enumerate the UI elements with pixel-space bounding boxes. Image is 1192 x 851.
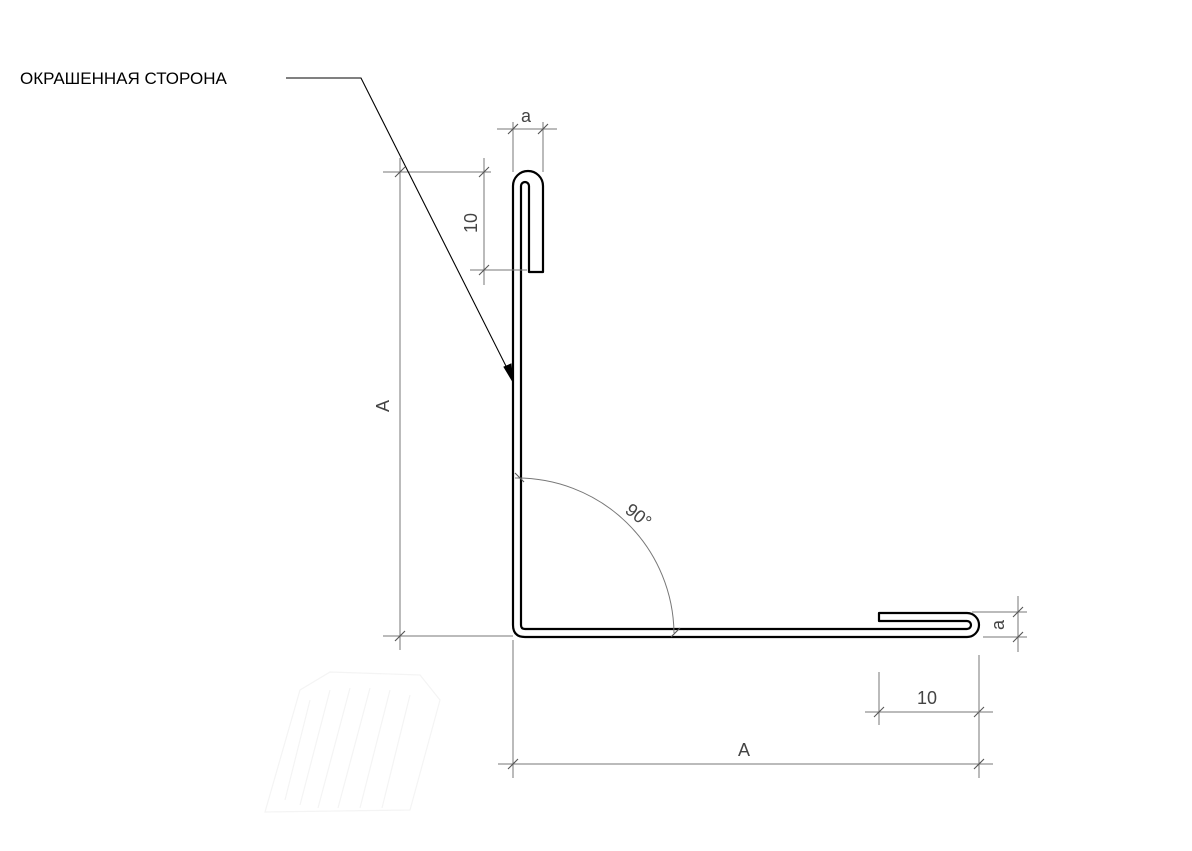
dim-10-vertical: 10 (383, 158, 527, 285)
dim-a-top-label: a (521, 106, 532, 126)
background-hatching (264, 671, 441, 813)
painted-side-leader: ОКРАШЕННАЯ СТОРОНА (20, 69, 514, 383)
dim-a-top: a (497, 106, 557, 172)
dim-A-horizontal-label: A (738, 740, 750, 760)
dim-A-vertical: A (373, 158, 513, 650)
dim-A-horizontal: A (498, 640, 993, 778)
dim-10-vertical-label: 10 (461, 213, 481, 233)
corner-profile (511, 169, 981, 639)
dim-A-vertical-label: A (373, 400, 393, 412)
dim-10-horizontal: 10 (865, 672, 993, 725)
dim-10-horizontal-label: 10 (917, 688, 937, 708)
painted-side-label: ОКРАШЕННАЯ СТОРОНА (20, 69, 228, 88)
dim-a-right-label: a (988, 619, 1008, 630)
angle-indicator: 90° (514, 472, 681, 638)
angle-label: 90° (622, 499, 656, 532)
dim-a-right: a (972, 596, 1027, 652)
